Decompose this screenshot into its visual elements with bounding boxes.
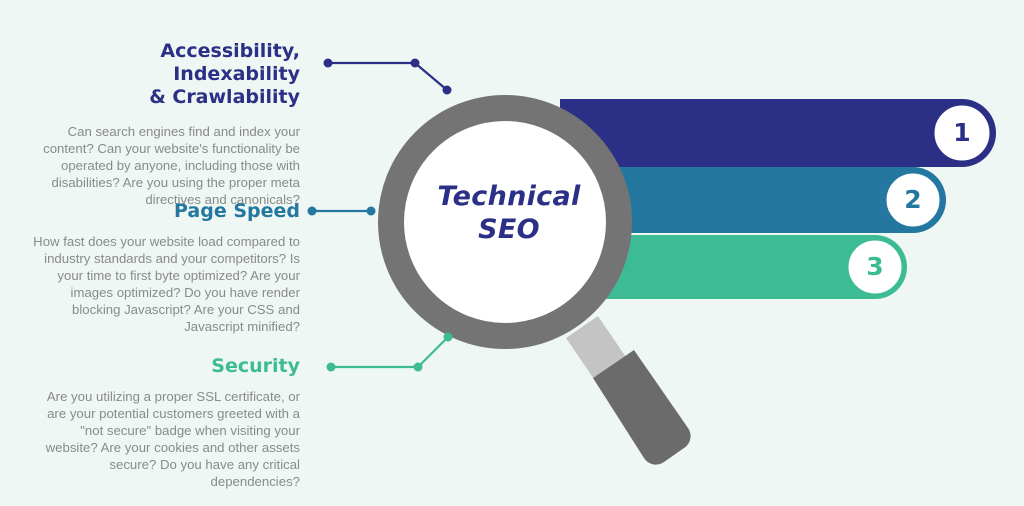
center-title-line-1: Technical	[437, 181, 581, 212]
magnifier-grip	[593, 350, 691, 465]
section-2-description: How fast does your website load compared…	[33, 234, 300, 334]
section-1-heading: Accessibility, Indexability & Crawlabili…	[30, 40, 300, 109]
center-title: Technical SEO	[414, 180, 604, 246]
connector-2-dot-start	[307, 206, 317, 216]
section-security: Security Are you utilizing a proper SSL …	[30, 355, 300, 490]
connector-1-dot-start	[323, 58, 333, 68]
connector-2-dot-end	[366, 206, 376, 216]
connector-1-dot-end	[442, 85, 452, 95]
connector-3-dot-start	[326, 362, 336, 372]
section-accessibility: Accessibility, Indexability & Crawlabili…	[30, 40, 300, 208]
connector-3	[331, 336, 449, 369]
number-circle-2	[883, 170, 943, 230]
bar-2	[560, 167, 946, 233]
number-circle-1	[931, 102, 993, 164]
magnifying-glass-lens	[378, 95, 632, 349]
connector-3-dot-end	[443, 332, 453, 342]
connector-1-dot-mid	[410, 58, 420, 68]
section-1-heading-line-1: Accessibility, Indexability	[160, 40, 300, 85]
connector-3-dot-mid	[413, 362, 423, 372]
connector-1	[328, 61, 448, 91]
number-circle-3	[845, 237, 905, 297]
section-1-heading-line-2: & Crawlability	[149, 86, 300, 108]
section-3-heading: Security	[211, 355, 300, 377]
section-page-speed: Page Speed How fast does your website lo…	[30, 200, 300, 335]
bar-1	[560, 99, 996, 167]
section-2-heading: Page Speed	[174, 200, 300, 222]
center-title-line-2: SEO	[478, 214, 540, 245]
number-label-3: 3	[866, 252, 884, 281]
section-1-description: Can search engines find and index your c…	[43, 124, 300, 207]
number-label-2: 2	[904, 185, 922, 214]
bar-3	[560, 235, 907, 299]
number-label-1: 1	[953, 118, 971, 147]
section-3-description: Are you utilizing a proper SSL certifica…	[45, 389, 300, 489]
